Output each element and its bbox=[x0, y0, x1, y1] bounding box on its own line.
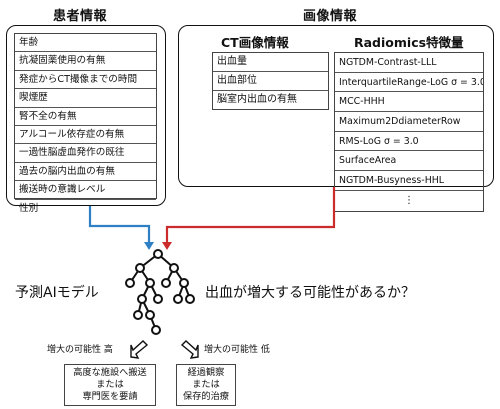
red-arrow bbox=[162, 187, 336, 250]
radiomics-item: RMS-LoG σ = 3.0 bbox=[335, 132, 483, 152]
decision-tree-icon bbox=[125, 249, 195, 335]
low-risk-action-line: 経過観察 bbox=[187, 367, 225, 378]
ct-item: 出血量 bbox=[213, 53, 328, 72]
low-risk-arrow-icon bbox=[180, 340, 199, 359]
patient-item: 腎不全の有無 bbox=[15, 108, 156, 126]
imaging-panel: CT画像情報 出血量 出血部位 脳室内出血の有無 Radiomics特徴量 NG… bbox=[178, 25, 494, 212]
ct-item: 出血部位 bbox=[213, 72, 328, 91]
model-question: 出血が増大する可能性があるか？ bbox=[205, 285, 415, 301]
low-risk-label: 増大の可能性 低 bbox=[204, 345, 270, 355]
radiomics-item: NGTDM-Contrast-LLL bbox=[335, 53, 483, 73]
patient-panel: 年齢 抗凝固薬使用の有無 発症からCT撮像までの時間 喫煙歴 腎不全の有無 アル… bbox=[6, 25, 166, 214]
high-risk-action-box: 高度な施設へ搬送 または 専門医を要請 bbox=[64, 364, 156, 406]
high-risk-action-line: 専門医を要請 bbox=[82, 391, 138, 402]
radiomics-item: Maximum2DdiameterRow bbox=[335, 112, 483, 132]
ct-item: 脳室内出血の有無 bbox=[217, 94, 297, 105]
patient-item: 抗凝固薬使用の有無 bbox=[15, 52, 156, 71]
radiomics-item: ⋮ bbox=[404, 194, 414, 206]
radiomics-item: MCC-HHH bbox=[335, 92, 483, 113]
ct-table: 出血量 出血部位 脳室内出血の有無 bbox=[212, 52, 329, 110]
radiomics-item: SurfaceArea bbox=[335, 151, 483, 172]
radiomics-title: Radiomics特徴量 bbox=[354, 35, 464, 50]
patient-item: 過去の脳内出血の有無 bbox=[15, 163, 156, 182]
patient-item: 搬送時の意識レベル bbox=[15, 181, 156, 200]
patient-table: 年齢 抗凝固薬使用の有無 発症からCT撮像までの時間 喫煙歴 腎不全の有無 アル… bbox=[14, 33, 157, 214]
radiomics-table: NGTDM-Contrast-LLL InterquartileRange-Lo… bbox=[334, 52, 484, 212]
patient-item: 性別 bbox=[19, 202, 39, 214]
blue-arrow bbox=[88, 206, 154, 250]
high-risk-action-line: または bbox=[96, 379, 124, 390]
patient-item: 喫煙歴 bbox=[15, 89, 156, 108]
radiomics-item: InterquartileRange-LoG σ = 3.0 bbox=[335, 73, 483, 93]
patient-item: アルコール依存症の有無 bbox=[15, 126, 156, 145]
high-risk-label: 増大の可能性 高 bbox=[47, 345, 113, 355]
patient-item: 年齢 bbox=[15, 34, 156, 53]
low-risk-action-line: 保存的治療 bbox=[183, 391, 229, 402]
low-risk-action-box: 経過観察 または 保存的治療 bbox=[176, 364, 236, 406]
patient-item: 発症からCT撮像までの時間 bbox=[15, 71, 156, 90]
high-risk-arrow-icon bbox=[130, 340, 149, 359]
model-label: 予測AIモデル bbox=[15, 285, 99, 301]
patient-title: 患者情報 bbox=[53, 9, 108, 24]
radiomics-item: NGTDM-Busyness-HHL bbox=[335, 171, 483, 191]
high-risk-action-line: 高度な施設へ搬送 bbox=[73, 367, 147, 378]
ct-title: CT画像情報 bbox=[221, 35, 289, 50]
patient-item: 一過性脳虚血発作の既往 bbox=[15, 144, 156, 163]
low-risk-action-line: または bbox=[192, 379, 220, 390]
imaging-title: 画像情報 bbox=[303, 9, 358, 24]
